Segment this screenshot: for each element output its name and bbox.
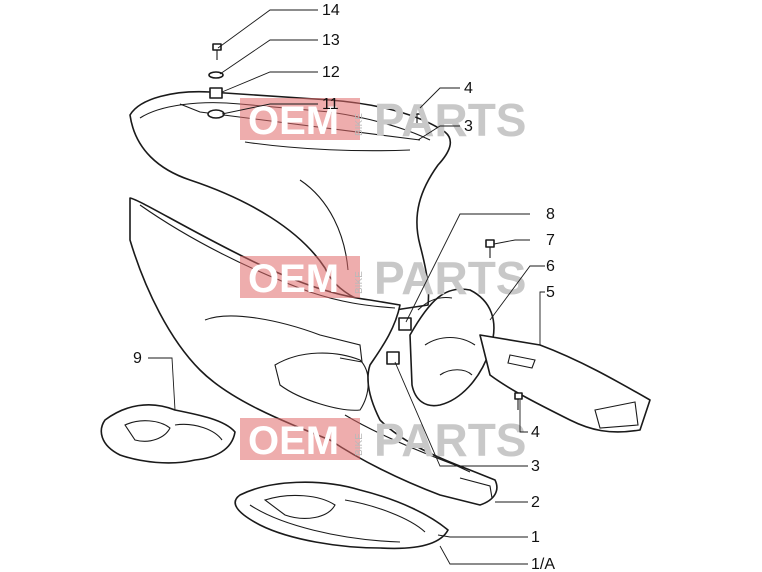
side-strip-part bbox=[479, 334, 651, 433]
callout-8: 8 bbox=[546, 206, 555, 223]
callout-labels: 14 13 12 11 4 3 8 7 6 5 9 4 3 2 1 1/A bbox=[133, 2, 555, 572]
screw-4-bottom bbox=[514, 392, 523, 400]
grommet-11 bbox=[207, 109, 225, 119]
callout-4-bottom: 4 bbox=[531, 424, 540, 441]
watermark-oem-text: OEM bbox=[248, 257, 339, 301]
bushing-12 bbox=[209, 87, 223, 99]
callout-2: 2 bbox=[531, 494, 540, 511]
leader-lines bbox=[148, 9, 545, 565]
screw-7 bbox=[485, 239, 495, 248]
callout-12: 12 bbox=[322, 64, 340, 81]
callout-14: 14 bbox=[322, 2, 340, 19]
callout-1a: 1/A bbox=[531, 556, 555, 572]
watermark-bike-text: BIKE bbox=[354, 433, 365, 456]
callout-9: 9 bbox=[133, 350, 142, 367]
decal-1 bbox=[234, 481, 449, 550]
callout-6: 6 bbox=[546, 258, 555, 275]
watermark-oem-text: OEM bbox=[248, 419, 339, 463]
callout-3-top: 3 bbox=[464, 118, 473, 135]
decal-9 bbox=[100, 404, 236, 464]
watermark-parts-text: PARTS bbox=[374, 94, 527, 146]
watermark-oem-text: OEM bbox=[248, 99, 339, 143]
callout-5: 5 bbox=[546, 284, 555, 301]
callout-1: 1 bbox=[531, 529, 540, 546]
callout-3-bottom: 3 bbox=[531, 458, 540, 475]
washer-13 bbox=[208, 71, 224, 79]
watermark-top: OEM BIKE PARTS bbox=[240, 94, 527, 146]
watermark-bike-text: BIKE bbox=[354, 271, 365, 294]
hardware-parts bbox=[207, 43, 523, 410]
side-body-panel bbox=[129, 90, 452, 311]
callout-7: 7 bbox=[546, 232, 555, 249]
inner-shield-part bbox=[409, 288, 495, 407]
watermark-middle: OEM BIKE PARTS bbox=[240, 252, 527, 304]
callout-11: 11 bbox=[322, 96, 339, 113]
clip-8 bbox=[398, 317, 412, 331]
watermark-parts-text: PARTS bbox=[374, 414, 527, 466]
watermark-bike-text: BIKE bbox=[354, 113, 365, 136]
callout-13: 13 bbox=[322, 32, 340, 49]
watermark-parts-text: PARTS bbox=[374, 252, 527, 304]
callout-4-top: 4 bbox=[464, 80, 473, 97]
clip-3 bbox=[386, 351, 400, 365]
watermark-bottom: OEM BIKE PARTS bbox=[240, 414, 527, 466]
